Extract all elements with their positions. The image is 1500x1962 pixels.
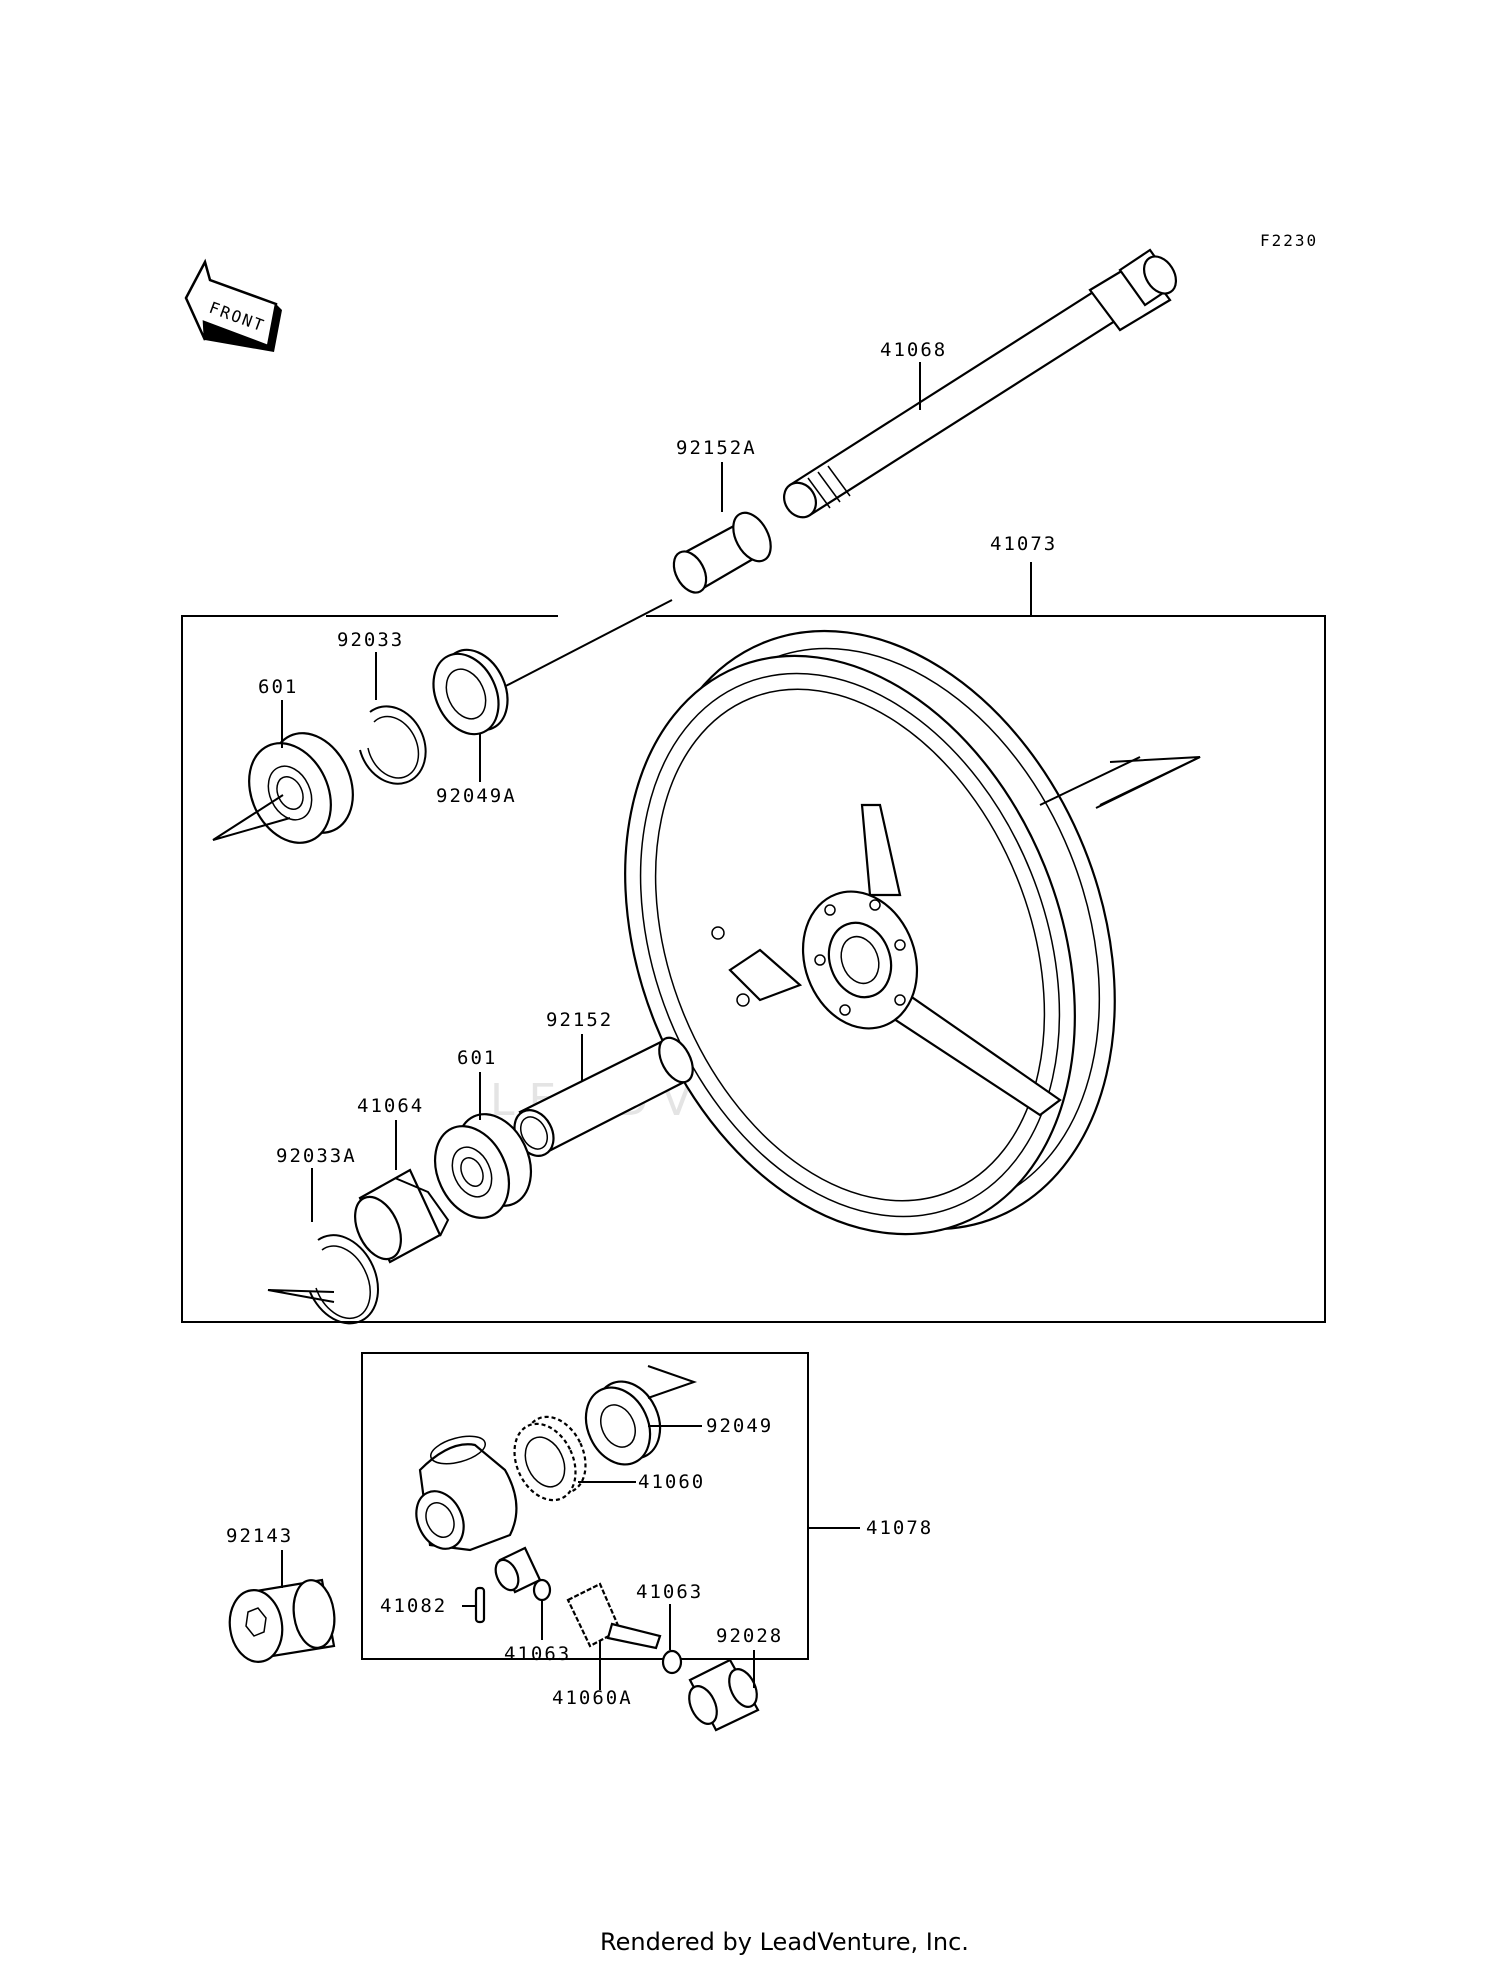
label-41060a: 41060A xyxy=(552,1687,633,1709)
collar-92143 xyxy=(228,1578,336,1663)
label-41060: 41060 xyxy=(638,1471,705,1493)
circlip-92033 xyxy=(359,705,427,785)
label-92033: 92033 xyxy=(337,629,404,651)
label-92152: 92152 xyxy=(546,1009,613,1031)
seal-92049a xyxy=(432,648,509,736)
label-92049a: 92049A xyxy=(436,785,517,807)
bearing-601-top-pointer xyxy=(212,794,291,841)
circlip-92033a-pointer xyxy=(267,1289,335,1303)
label-41068: 41068 xyxy=(880,339,947,361)
wheel-assembly-frame xyxy=(181,615,1326,1323)
gearbox-housing xyxy=(415,1435,542,1594)
label-92033a: 92033A xyxy=(276,1145,357,1167)
pinion-41060a xyxy=(566,1582,662,1650)
circlip-92033a xyxy=(309,1234,379,1325)
axle-centerline xyxy=(497,599,673,691)
label-41082: 41082 xyxy=(380,1595,447,1617)
spacer-41064 xyxy=(354,1168,450,1264)
front-arrow-icon: FRONT xyxy=(184,258,282,352)
gear-41060 xyxy=(513,1415,587,1502)
collar-92152a xyxy=(672,511,772,594)
label-92028: 92028 xyxy=(716,1625,783,1647)
gearbox-assembly-frame xyxy=(361,1352,809,1660)
washer-41063-right xyxy=(661,1649,683,1675)
wheel-41073 xyxy=(624,629,1201,1236)
label-92152a: 92152A xyxy=(676,437,757,459)
label-41063-right: 41063 xyxy=(636,1581,703,1603)
label-41063-left: 41063 xyxy=(504,1643,571,1665)
label-92143: 92143 xyxy=(226,1525,293,1547)
axle-41068 xyxy=(783,248,1178,519)
pin-41082 xyxy=(474,1586,486,1624)
seal-92049 xyxy=(584,1380,662,1466)
label-41064: 41064 xyxy=(357,1095,424,1117)
label-41073: 41073 xyxy=(990,533,1057,555)
label-92049: 92049 xyxy=(706,1415,773,1437)
washer-41063-left xyxy=(532,1578,552,1602)
bushing-92028 xyxy=(688,1658,760,1732)
bearing-601-top xyxy=(248,732,354,844)
seal-92049-pointer xyxy=(647,1365,698,1399)
diagram-code: F2230 xyxy=(1260,231,1318,250)
label-601-bottom: 601 xyxy=(457,1047,497,1069)
label-601-top: 601 xyxy=(258,676,298,698)
label-41078: 41078 xyxy=(866,1517,933,1539)
bearing-601-bottom xyxy=(434,1113,532,1219)
footer-credit: Rendered by LeadVenture, Inc. xyxy=(600,1928,969,1956)
